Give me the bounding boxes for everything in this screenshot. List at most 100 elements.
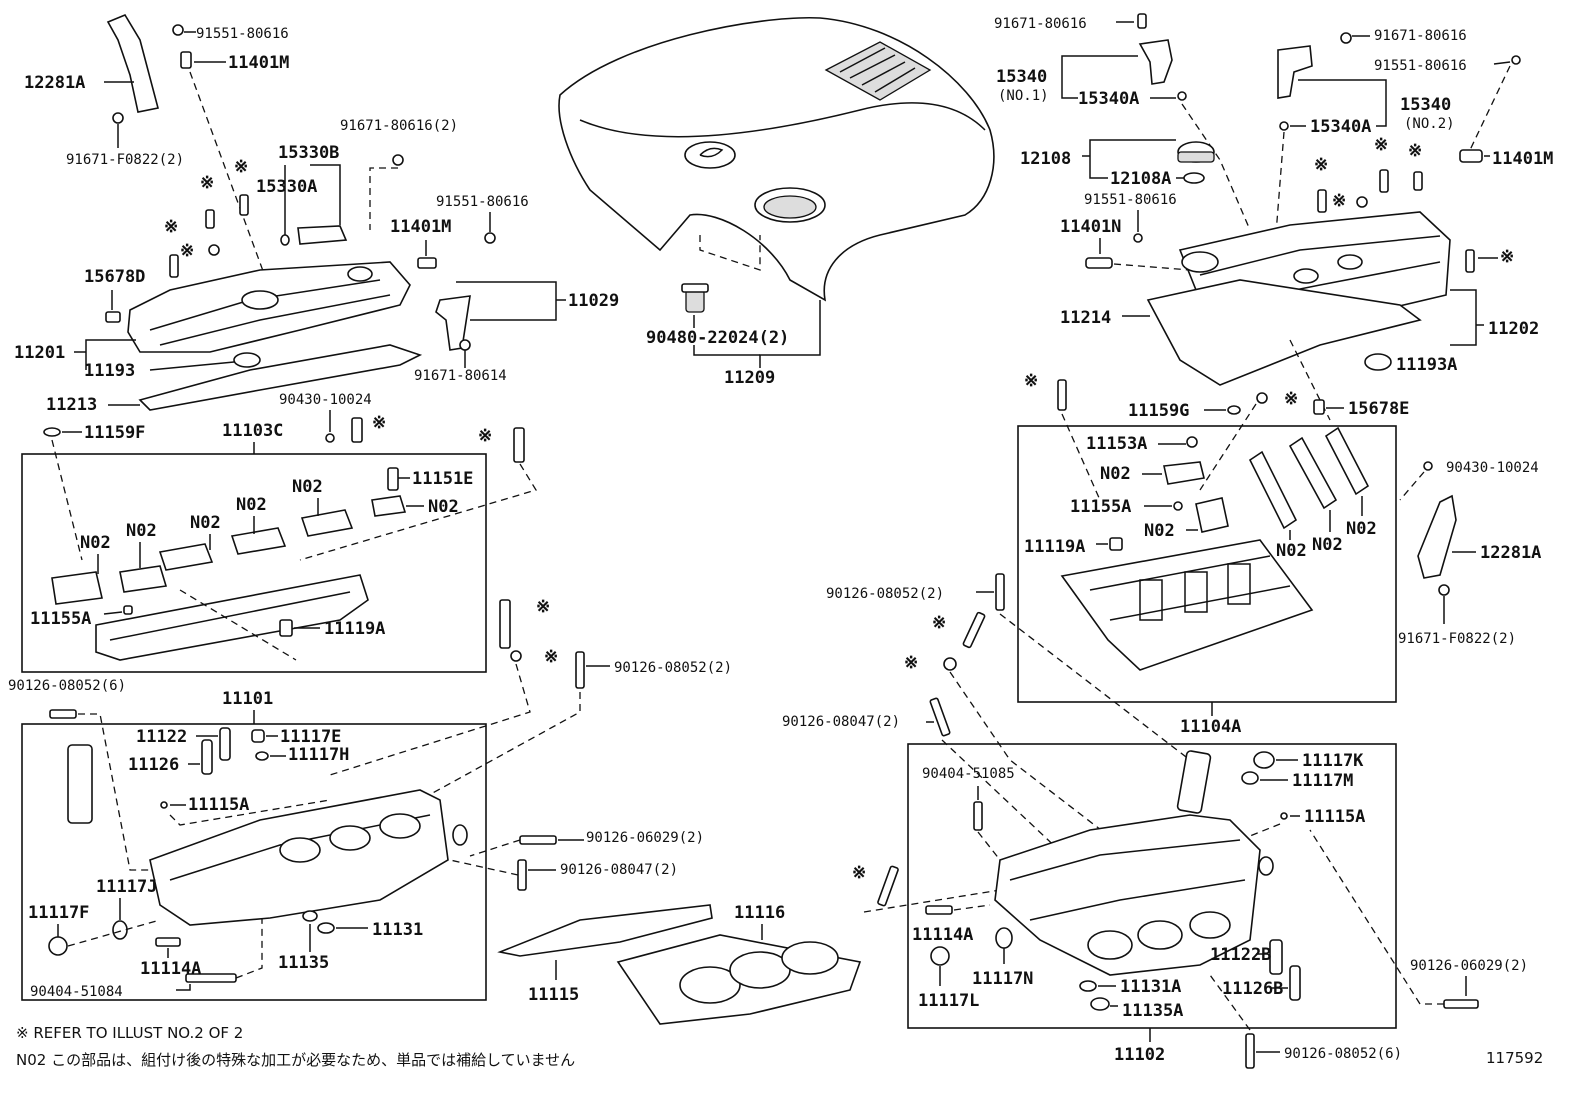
label-90404-51084: 90404-51084 [30,984,123,1000]
label-11115A-r: 11115A [1304,807,1365,827]
label-11151E: 11151E [412,469,473,489]
label-11131A: 11131A [1120,977,1181,997]
label-15340-left: 15340 [996,67,1047,87]
label-n02-5: N02 [126,521,157,541]
label-n02-r5: N02 [1346,519,1377,539]
grommet-90480-22024[interactable] [681,283,709,313]
label-91551-80616-b: 91551-80616 [436,194,529,210]
gasket-11115[interactable] [497,904,713,957]
plug-11117L[interactable] [930,946,950,966]
label-90126-08047-2-left: 90126-08047(2) [560,862,678,878]
label-11159G: 11159G [1128,401,1189,421]
refer-bolts-right: ※ ※ ※ ※ ※ [1314,135,1514,273]
label-11401M-r: 11401M [1492,149,1553,169]
label-15340A-right: 15340A [1310,117,1371,137]
camshaft-housing-11103C[interactable] [95,574,369,661]
label-11193: 11193 [84,361,135,381]
tube-right[interactable] [1176,750,1212,814]
cam-caps-row[interactable] [51,495,407,605]
label-90126-08047-2-r: 90126-08047(2) [782,714,900,730]
bracket-12281A-right[interactable] [1417,494,1457,579]
label-n02-r3: N02 [1276,541,1307,561]
label-11117N: 11117N [972,969,1033,989]
engine-cover-11209[interactable] [558,16,995,302]
label-n02-6: N02 [80,533,111,553]
bracket-11029[interactable] [435,295,471,351]
label-90430-10024-r: 90430-10024 [1446,460,1539,476]
label-11155A-left: 11155A [30,609,91,629]
label-11117M: 11117M [1292,771,1353,791]
label-91551-80616-r: 91551-80616 [1374,58,1467,74]
gasket-11214[interactable] [1146,279,1422,386]
label-no2: (NO.2) [1404,116,1455,132]
gasket-11213[interactable] [138,344,423,411]
plug-11117F[interactable] [48,936,68,956]
label-n02-1: N02 [428,497,459,517]
oil-filler-cap-12108[interactable] [1177,141,1215,163]
head-gasket-11116[interactable] [616,934,862,1025]
label-11401N: 11401N [1060,217,1121,237]
label-11101: 11101 [222,689,273,709]
n02-note: N02 この部品は、組付け後の特殊な加工が必要なため、単品では補給していません [16,1051,576,1069]
label-12281A-right: 12281A [1480,543,1541,563]
refer-mark-h: ※ [904,653,918,673]
label-11119A-left: 11119A [324,619,385,639]
grommet-11193[interactable] [233,352,261,368]
label-n02-r1: N02 [1100,464,1131,484]
refer-bolts-left: ※ ※ ※ ※ [164,157,249,278]
label-11122B: 11122B [1210,945,1271,965]
ocv-15330B[interactable] [297,225,348,245]
svg-text:※: ※ [180,241,194,261]
label-11214: 11214 [1060,308,1111,328]
label-15330A: 15330A [256,177,317,197]
label-11116: 11116 [734,903,785,923]
svg-text:※: ※ [1314,155,1328,175]
label-11126B: 11126B [1222,979,1283,999]
label-11117J: 11117J [96,877,157,897]
label-11119A-right: 11119A [1024,537,1085,557]
label-90430-10024: 90430-10024 [279,392,372,408]
cylinder-head-cover-11201[interactable] [127,261,411,353]
ocv-15340-no2[interactable] [1277,45,1313,99]
tube-left[interactable] [67,744,93,824]
plug-11159F[interactable] [43,427,61,437]
label-90126-08052-2-r: 90126-08052(2) [826,586,944,602]
label-n02-r4: N02 [1312,535,1343,555]
label-91551-80616: 91551-80616 [196,26,289,42]
label-11153A: 11153A [1086,434,1147,454]
svg-text:※: ※ [164,217,178,237]
label-91671-F0822: 91671-F0822(2) [66,152,184,168]
cylinder-head-11102[interactable] [994,814,1274,976]
label-11102: 11102 [1114,1045,1165,1065]
group-box-11104A [1017,425,1397,703]
bracket-12281A[interactable] [106,13,159,113]
refer-mark-g: ※ [932,613,946,633]
refer-note: ※ REFER TO ILLUST NO.2 OF 2 [16,1024,244,1042]
label-91671-80614: 91671-80614 [414,368,507,384]
label-90126-08052-6-r: 90126-08052(6) [1284,1046,1402,1062]
grommet-11193A[interactable] [1364,353,1392,371]
svg-text:※: ※ [1408,141,1422,161]
camshaft-housing-11104A[interactable] [1060,539,1314,671]
group-box-11102 [907,743,1397,1029]
label-15678D: 15678D [84,267,145,287]
label-15340-right: 15340 [1400,95,1451,115]
refer-mark-c: ※ [536,597,550,617]
ocv-15340-no1[interactable] [1138,39,1173,85]
svg-text:※: ※ [1374,135,1388,155]
group-box-11103C [21,453,487,673]
svg-text:※: ※ [200,173,214,193]
label-90480-22024: 90480-22024(2) [646,328,789,348]
label-11159F: 11159F [84,423,145,443]
cylinder-head-11101[interactable] [149,789,468,926]
label-n02-2: N02 [292,477,323,497]
label-11117K: 11117K [1302,751,1364,771]
label-11115A-left: 11115A [188,795,249,815]
label-15340A-left: 15340A [1078,89,1139,109]
label-11029: 11029 [568,291,619,311]
cam-brackets-right[interactable] [1248,426,1370,530]
svg-text:※: ※ [1500,247,1514,267]
label-91671-80616-2: 91671-80616(2) [340,118,458,134]
label-n02-3: N02 [236,495,267,515]
